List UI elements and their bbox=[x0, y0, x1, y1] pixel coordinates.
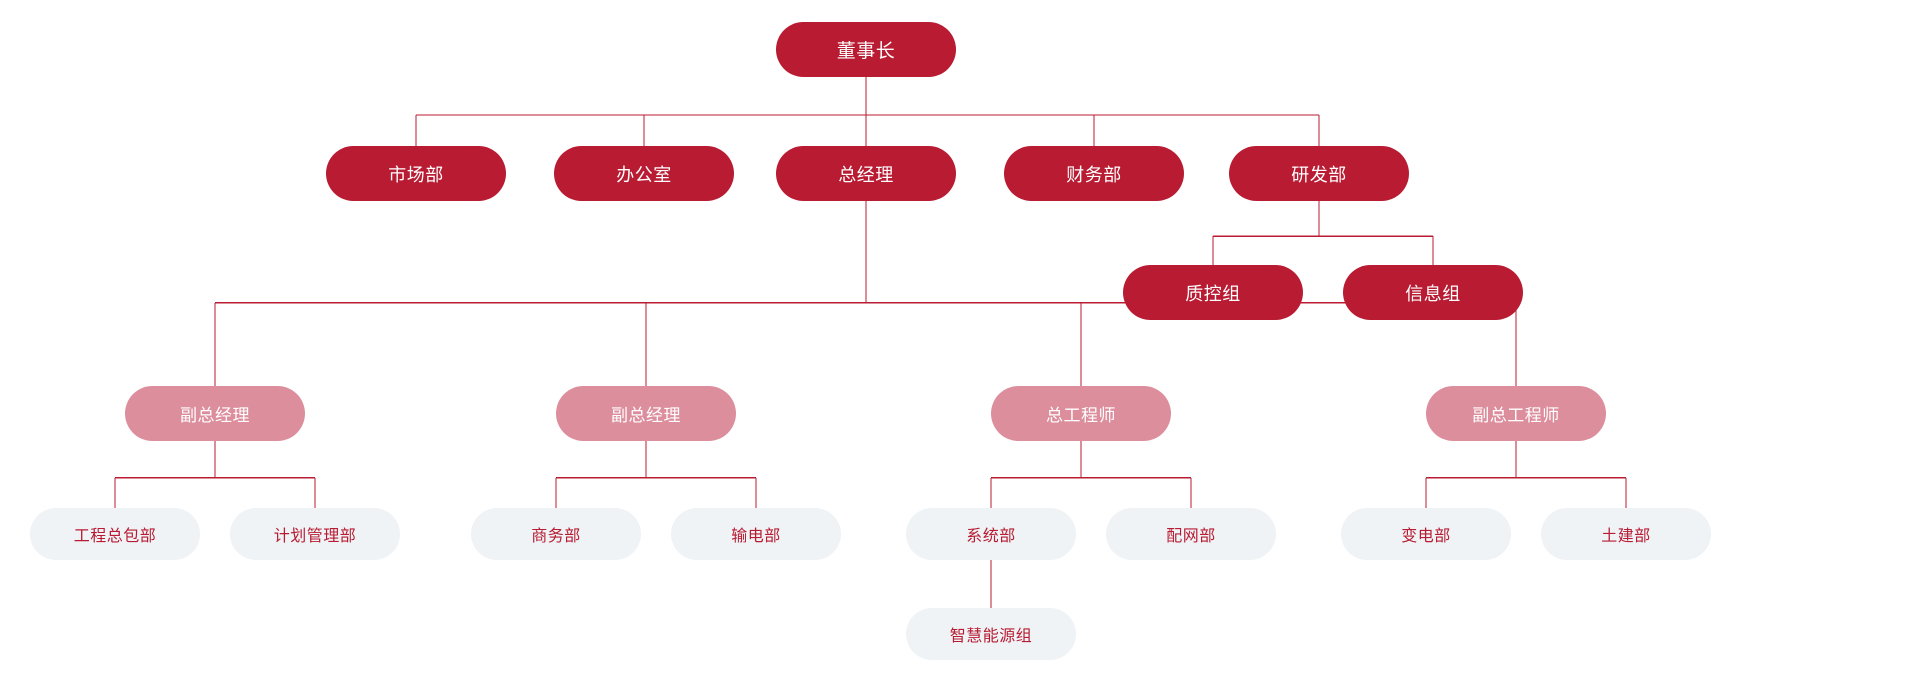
org-node-deputy-chief-engineer[interactable]: 副总工程师 bbox=[1426, 386, 1606, 441]
org-node-info-group[interactable]: 信息组 bbox=[1343, 265, 1523, 320]
org-node-general-manager[interactable]: 总经理 bbox=[776, 146, 956, 201]
org-node-chairman[interactable]: 董事长 bbox=[776, 22, 956, 77]
org-node-transmission-dept[interactable]: 输电部 bbox=[671, 508, 841, 560]
org-node-finance[interactable]: 财务部 bbox=[1004, 146, 1184, 201]
org-node-smart-energy-group[interactable]: 智慧能源组 bbox=[906, 608, 1076, 660]
org-node-deputy-gm-1[interactable]: 副总经理 bbox=[125, 386, 305, 441]
org-node-chief-engineer[interactable]: 总工程师 bbox=[991, 386, 1171, 441]
org-node-marketing[interactable]: 市场部 bbox=[326, 146, 506, 201]
org-node-qc-group[interactable]: 质控组 bbox=[1123, 265, 1303, 320]
org-node-deputy-gm-2[interactable]: 副总经理 bbox=[556, 386, 736, 441]
org-node-distribution-dept[interactable]: 配网部 bbox=[1106, 508, 1276, 560]
org-node-civil-dept[interactable]: 土建部 bbox=[1541, 508, 1711, 560]
org-node-rd[interactable]: 研发部 bbox=[1229, 146, 1409, 201]
org-node-epc-dept[interactable]: 工程总包部 bbox=[30, 508, 200, 560]
org-node-business-dept[interactable]: 商务部 bbox=[471, 508, 641, 560]
org-node-office[interactable]: 办公室 bbox=[554, 146, 734, 201]
org-node-substation-dept[interactable]: 变电部 bbox=[1341, 508, 1511, 560]
org-node-system-dept[interactable]: 系统部 bbox=[906, 508, 1076, 560]
org-node-plan-mgmt-dept[interactable]: 计划管理部 bbox=[230, 508, 400, 560]
